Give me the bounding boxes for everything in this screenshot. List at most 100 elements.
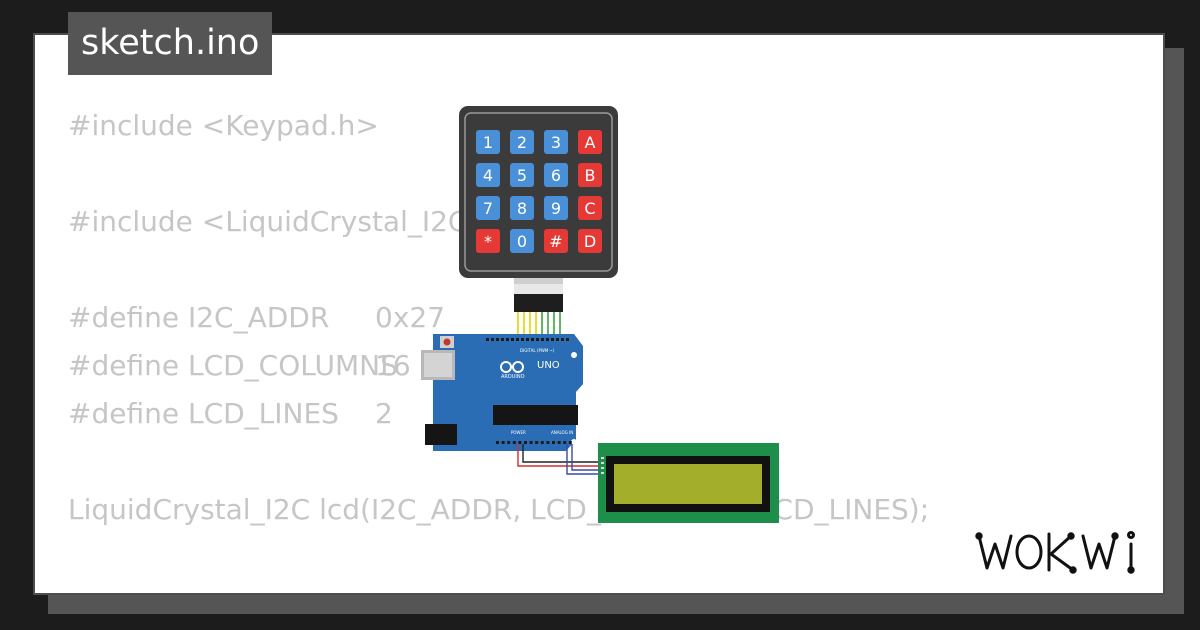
keypad-key-face [578, 163, 602, 187]
keypad-key-4[interactable]: 4 [476, 163, 500, 187]
header-pin [486, 338, 489, 341]
keypad-key-6[interactable]: 6 [544, 163, 568, 187]
keypad-key-label: 1 [483, 133, 493, 152]
code-token: #define I2C_ADDR [68, 301, 330, 334]
header-pin [546, 338, 549, 341]
keypad-key-face [510, 196, 534, 220]
header-pin [546, 441, 550, 444]
keypad-key-label: 2 [517, 133, 527, 152]
header-pin [566, 338, 569, 341]
header-pin [501, 338, 504, 341]
code-token: #define LCD_COLUMNS [68, 349, 398, 382]
code-token: 0x27 [375, 301, 446, 334]
keypad-key-face [510, 130, 534, 154]
keypad-key-face [544, 229, 568, 253]
keypad-key-label: * [484, 232, 492, 251]
lcd-display[interactable] [598, 443, 779, 523]
keypad-key-3[interactable]: 3 [544, 130, 568, 154]
header-pin [557, 441, 561, 444]
arduino-uno[interactable]: DIGITAL (PWM ~) UNO ARDUINO POWER ANALOG… [421, 334, 583, 451]
keypad-key-face [476, 229, 500, 253]
keypad-key-A[interactable]: A [578, 130, 602, 154]
digital-header [486, 338, 569, 341]
header-pin [501, 441, 505, 444]
header-pin [536, 338, 539, 341]
keypad-key-8[interactable]: 8 [510, 196, 534, 220]
header-pin [491, 338, 494, 341]
code-token: 16 [375, 349, 411, 382]
keypad-key-label: C [584, 199, 595, 218]
keypad-key-*[interactable]: * [476, 229, 500, 253]
keypad-key-face [510, 163, 534, 187]
header-pin [526, 338, 529, 341]
board-model-label: UNO [537, 360, 560, 371]
keypad-key-label: 4 [483, 166, 493, 185]
keypad-key-label: D [584, 232, 596, 251]
file-tab[interactable]: sketch.ino [68, 12, 273, 75]
keypad-wires [517, 312, 561, 336]
mount-hole [571, 439, 577, 445]
header-pin [552, 441, 555, 444]
arduino-logo-icon [500, 361, 524, 373]
header-pin [535, 441, 539, 444]
digital-header-label: DIGITAL (PWM ~) [520, 348, 555, 353]
keypad-key-0[interactable]: 0 [510, 229, 534, 253]
header-pin [507, 441, 511, 444]
keypad-key-D[interactable]: D [578, 229, 602, 253]
keypad-key-face [544, 196, 568, 220]
keypad-key-label: A [585, 133, 596, 152]
header-pin [506, 338, 509, 341]
keypad-key-face [510, 229, 534, 253]
keypad-key-face [544, 163, 568, 187]
lcd-pins [601, 457, 604, 474]
wokwi-logo-icon [975, 531, 1135, 574]
keypad-key-label: 9 [551, 199, 561, 218]
keypad-key-5[interactable]: 5 [510, 163, 534, 187]
header-pin [496, 338, 499, 341]
keypad-key-face [476, 130, 500, 154]
keypad-key-7[interactable]: 7 [476, 196, 500, 220]
keypad-key-face [476, 163, 500, 187]
keypad-key-label: B [585, 166, 596, 185]
analog-label: ANALOG IN [551, 430, 573, 435]
code-line: #define I2C_ADDR 0x27 [68, 294, 929, 342]
keypad-key-9[interactable]: 9 [544, 196, 568, 220]
header-pin [568, 441, 572, 444]
usb-port-inner [424, 353, 452, 377]
keypad-key-2[interactable]: 2 [510, 130, 534, 154]
header-pin [563, 441, 567, 444]
code-editor: #include <Keypad.h> #include <LiquidCrys… [68, 102, 929, 534]
header-pin [496, 441, 499, 444]
header-pin [521, 338, 524, 341]
brand-label: ARDUINO [501, 374, 525, 380]
keypad-key-label: 8 [517, 199, 527, 218]
keypad-key-label: # [549, 232, 562, 251]
header-pin [512, 441, 516, 444]
keypad-frame [464, 112, 613, 272]
keypad-key-1[interactable]: 1 [476, 130, 500, 154]
keypad-key-B[interactable]: B [578, 163, 602, 187]
header-pin [518, 441, 522, 444]
atmega-chip [493, 405, 578, 425]
mount-hole [571, 352, 577, 358]
keypad-key-label: 7 [483, 199, 493, 218]
lcd-wires [517, 444, 603, 475]
keypad-key-#[interactable]: # [544, 229, 568, 253]
lcd-screen [614, 464, 762, 504]
keypad-connector [514, 278, 563, 312]
header-pin [531, 338, 534, 341]
power-analog-header [496, 441, 572, 444]
code-token: 2 [375, 397, 393, 430]
keypad-key-face [476, 196, 500, 220]
keypad-key-label: 0 [517, 232, 527, 251]
keypad-key-label: 5 [517, 166, 527, 185]
keypad-key-face [578, 229, 602, 253]
header-pin [561, 338, 564, 341]
keypad-key-face [578, 130, 602, 154]
keypad-key-C[interactable]: C [578, 196, 602, 220]
header-pin [524, 441, 527, 444]
header-pin [556, 338, 559, 341]
header-pin [540, 441, 544, 444]
